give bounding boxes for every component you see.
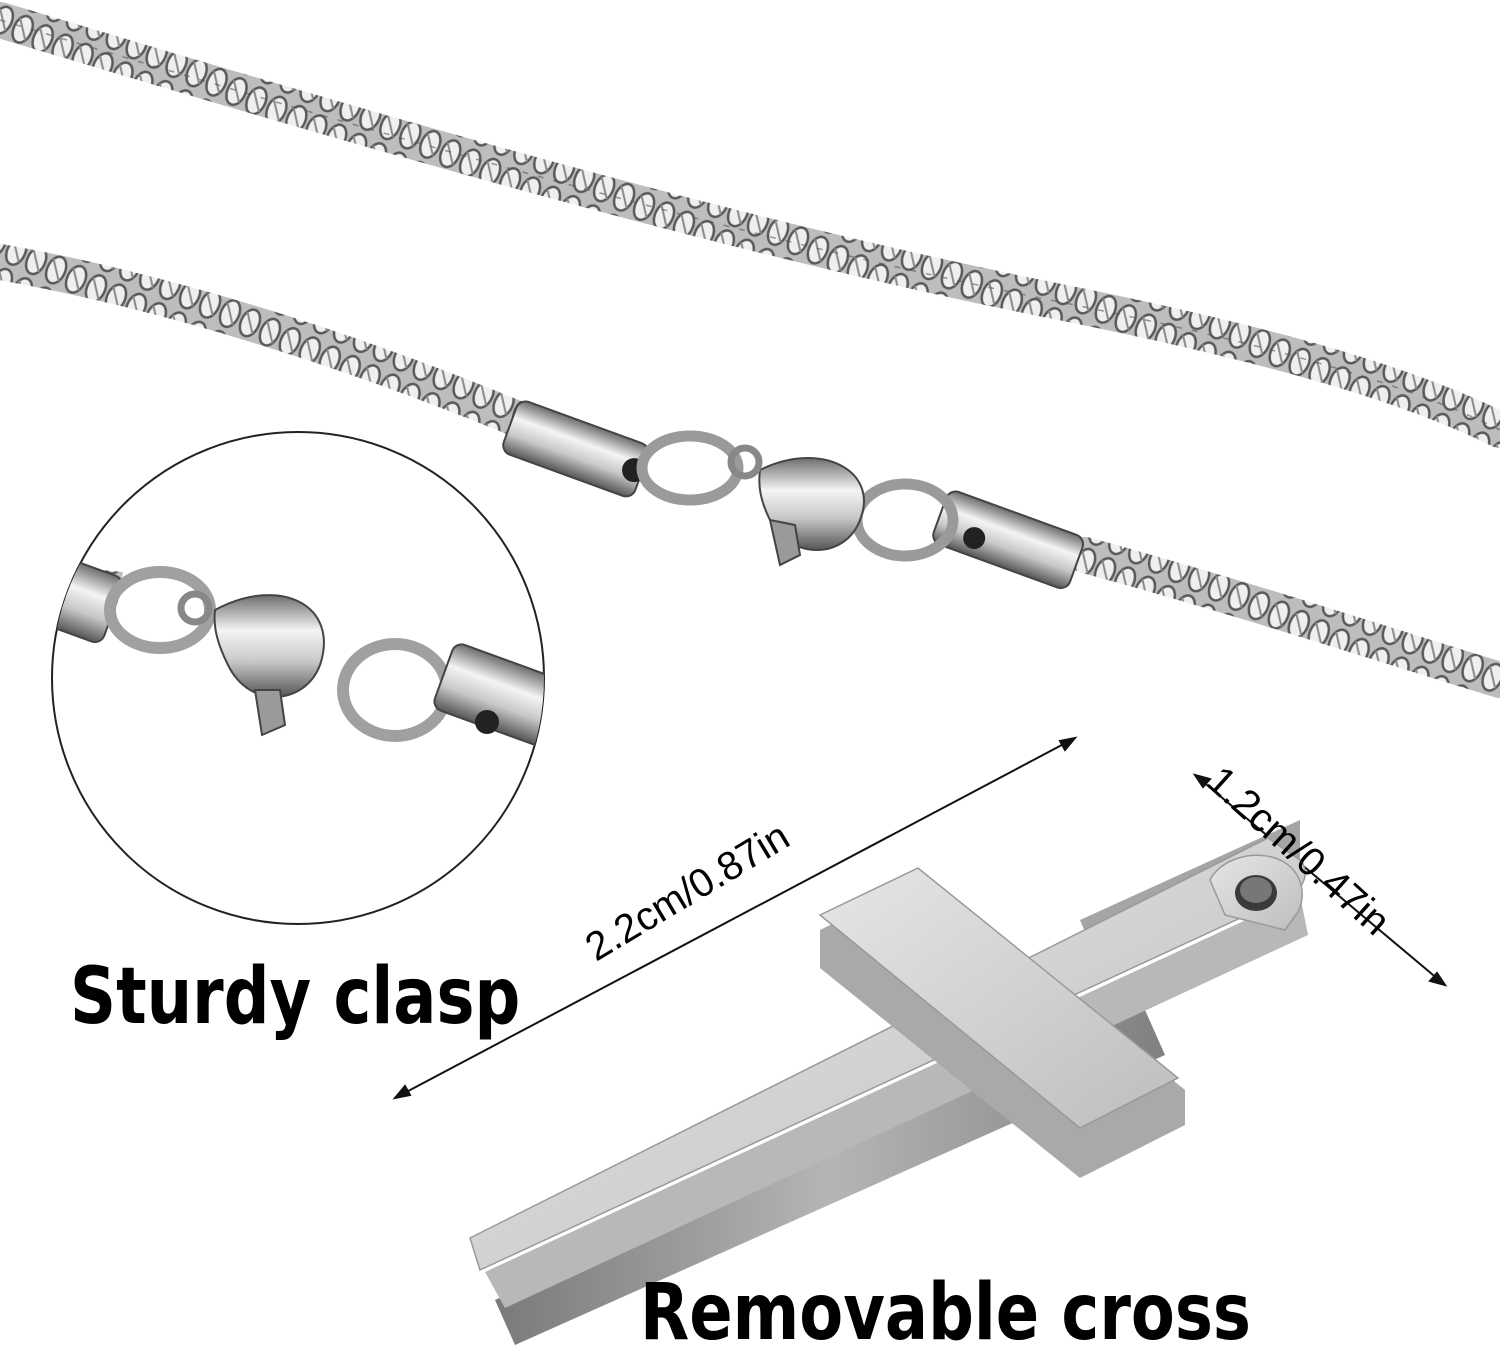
jump-ring-left — [636, 430, 744, 506]
chain-strand-lower-right — [1067, 537, 1500, 698]
dimension-arrow-length — [392, 736, 1078, 1100]
caption-removable-cross: Removable cross — [640, 1268, 1251, 1358]
lobster-clasp — [727, 444, 865, 567]
clasp-end-cap-left — [502, 400, 650, 498]
chain-strand-lower-left — [0, 244, 538, 438]
caption-sturdy-clasp: Sturdy clasp — [70, 952, 521, 1042]
chain-strand-upper — [0, 2, 1500, 448]
dimension-arrow-width — [1192, 773, 1448, 987]
cross-pendant — [469, 820, 1308, 1345]
clasp-end-cap-right — [932, 490, 1085, 590]
